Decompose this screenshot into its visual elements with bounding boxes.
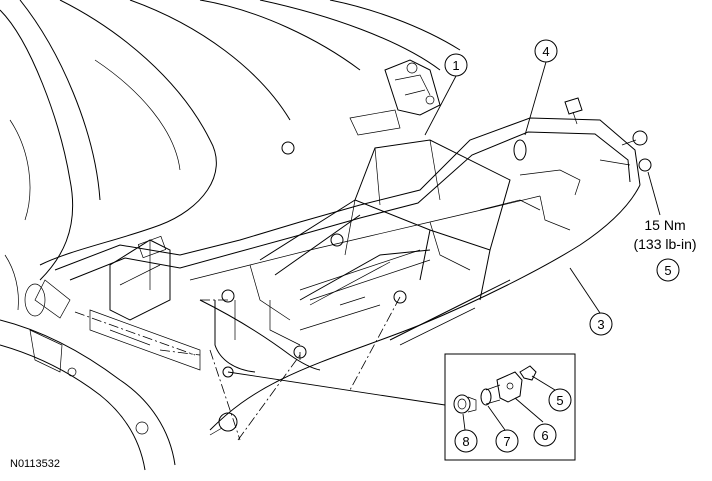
latch-bracket (349, 59, 441, 136)
drawing-code: N0113532 (10, 458, 60, 470)
centerlines (74, 296, 401, 441)
left-bracket (89, 235, 201, 371)
svg-text:5: 5 (556, 393, 563, 408)
nut-icon (281, 141, 295, 155)
torque-spec: 15 Nm (133 lb-in) 5 (633, 217, 697, 282)
callout-1: 1 (444, 53, 468, 77)
seat-outline (0, 0, 461, 281)
mounting-rails (259, 199, 511, 346)
callout-8-inset: 8 (454, 429, 478, 453)
svg-text:3: 3 (597, 317, 604, 332)
callout-4: 4 (534, 39, 558, 63)
inner-box (344, 139, 511, 301)
svg-text:8: 8 (462, 434, 469, 449)
nut-icon (393, 290, 407, 304)
nut-icon (330, 233, 344, 247)
clip-icon (519, 365, 537, 381)
svg-text:7: 7 (503, 434, 510, 449)
callout-7-inset: 7 (495, 429, 519, 453)
callout-6-inset: 6 (533, 423, 557, 447)
nut-icon (621, 130, 648, 146)
callout-3: 3 (589, 312, 613, 336)
pin-icon (67, 366, 238, 436)
nut-icon (638, 158, 652, 172)
svg-text:1: 1 (452, 58, 459, 73)
floor-panel (0, 254, 176, 471)
torque-value: 15 Nm (644, 217, 685, 233)
svg-text:6: 6 (541, 428, 548, 443)
detail-inset: 5 6 7 8 (444, 353, 576, 461)
clip-icon (513, 139, 527, 161)
bolt-icon (564, 97, 583, 125)
svg-text:4: 4 (542, 44, 549, 59)
torque-imperial: (133 lb-in) (633, 236, 696, 252)
leader-lines (227, 61, 661, 406)
push-nut-icon (453, 394, 477, 414)
callout-5-inset: 5 (548, 388, 572, 412)
torque-callout: 5 (664, 263, 671, 278)
bracket-icon (496, 371, 523, 403)
console-tray (54, 117, 641, 431)
nut-icon (221, 289, 235, 303)
